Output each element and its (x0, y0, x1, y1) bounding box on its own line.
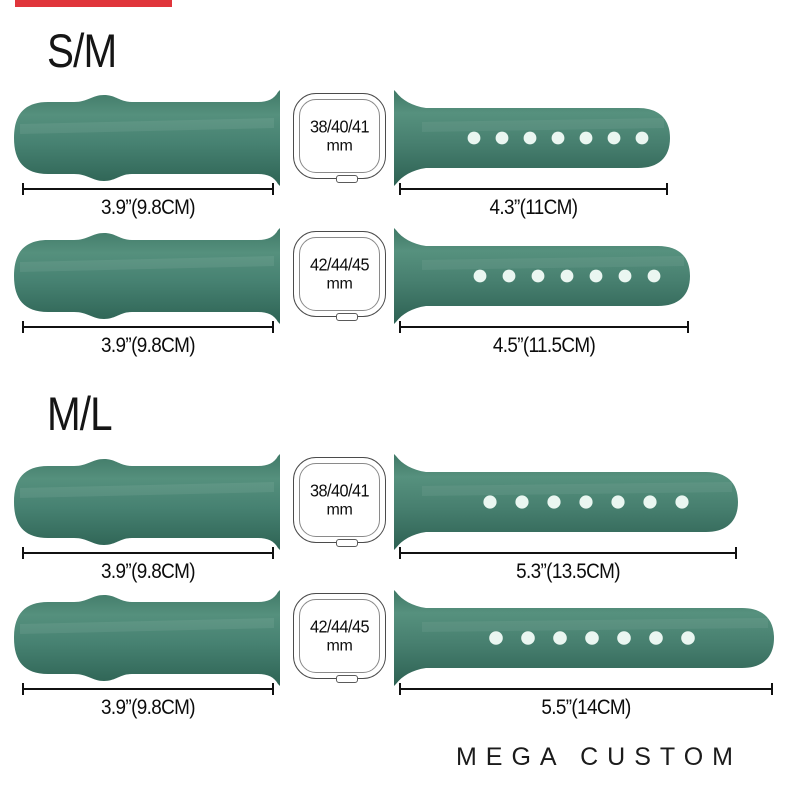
watch-case-icon-sm-38: 38/40/41 mm (293, 93, 386, 183)
band-holes (483, 495, 689, 509)
buckle-band-sm-38 (12, 88, 292, 188)
tail-band-ml-38 (392, 452, 744, 552)
case-inner-outline (299, 237, 380, 311)
dimension-label: 5.5”(14CM) (541, 696, 631, 719)
case-crown-tab (335, 313, 358, 321)
dimension-cap-right (666, 183, 668, 195)
red-marker-bar (15, 0, 172, 7)
dimension-cap-right (272, 183, 274, 195)
group-title-sm: S/M (47, 24, 117, 77)
band-holes (489, 631, 695, 645)
dimension-rule (22, 552, 274, 554)
dimension-rule (399, 688, 773, 690)
case-inner-outline (299, 599, 380, 673)
case-crown-tab (335, 675, 358, 683)
case-inner-outline (299, 463, 380, 537)
dimension-label: 4.5”(11.5CM) (492, 334, 596, 357)
band-holes (473, 269, 661, 283)
dimension-cap-left (399, 683, 401, 695)
dimension-cap-right (272, 547, 274, 559)
case-crown-tab (335, 175, 358, 183)
watch-case-icon-sm-42: 42/44/45 mm (293, 231, 386, 321)
dimension-label: 5.3”(13.5CM) (516, 560, 620, 583)
case-crown-tab (335, 539, 358, 547)
dimension-rule (399, 552, 737, 554)
dimension-rule (22, 688, 274, 690)
tail-band-sm-42 (392, 226, 696, 326)
dimension-cap-right (735, 547, 737, 559)
dimension-cap-left (22, 321, 24, 333)
dimension-label: 3.9”(9.8CM) (101, 696, 196, 719)
dimension-cap-left (399, 547, 401, 559)
dimension-cap-left (399, 183, 401, 195)
dimension-rule (399, 188, 668, 190)
band-holes (467, 131, 649, 145)
dimension-rule (399, 326, 689, 328)
tail-band-ml-42 (392, 588, 780, 688)
dimension-cap-left (399, 321, 401, 333)
buckle-band-sm-42 (12, 226, 292, 326)
dimension-cap-right (272, 321, 274, 333)
dimension-label: 4.3”(11CM) (489, 196, 579, 219)
group-title-ml: M/L (47, 387, 113, 440)
watch-case-icon-ml-38: 38/40/41 mm (293, 457, 386, 547)
buckle-band-ml-42 (12, 588, 292, 688)
dimension-cap-right (687, 321, 689, 333)
brand-wordmark: MEGA CUSTOM (455, 743, 742, 771)
dimension-cap-right (771, 683, 773, 695)
watch-case-icon-ml-42: 42/44/45 mm (293, 593, 386, 683)
buckle-band-ml-38 (12, 452, 292, 552)
dimension-label: 3.9”(9.8CM) (101, 334, 196, 357)
dimension-cap-right (272, 683, 274, 695)
tail-band-sm-38 (392, 88, 676, 188)
dimension-cap-left (22, 547, 24, 559)
dimension-label: 3.9”(9.8CM) (101, 196, 196, 219)
dimension-label: 3.9”(9.8CM) (101, 560, 196, 583)
dimension-cap-left (22, 683, 24, 695)
case-inner-outline (299, 99, 380, 173)
dimension-cap-left (22, 183, 24, 195)
dimension-rule (22, 188, 274, 190)
dimension-rule (22, 326, 274, 328)
